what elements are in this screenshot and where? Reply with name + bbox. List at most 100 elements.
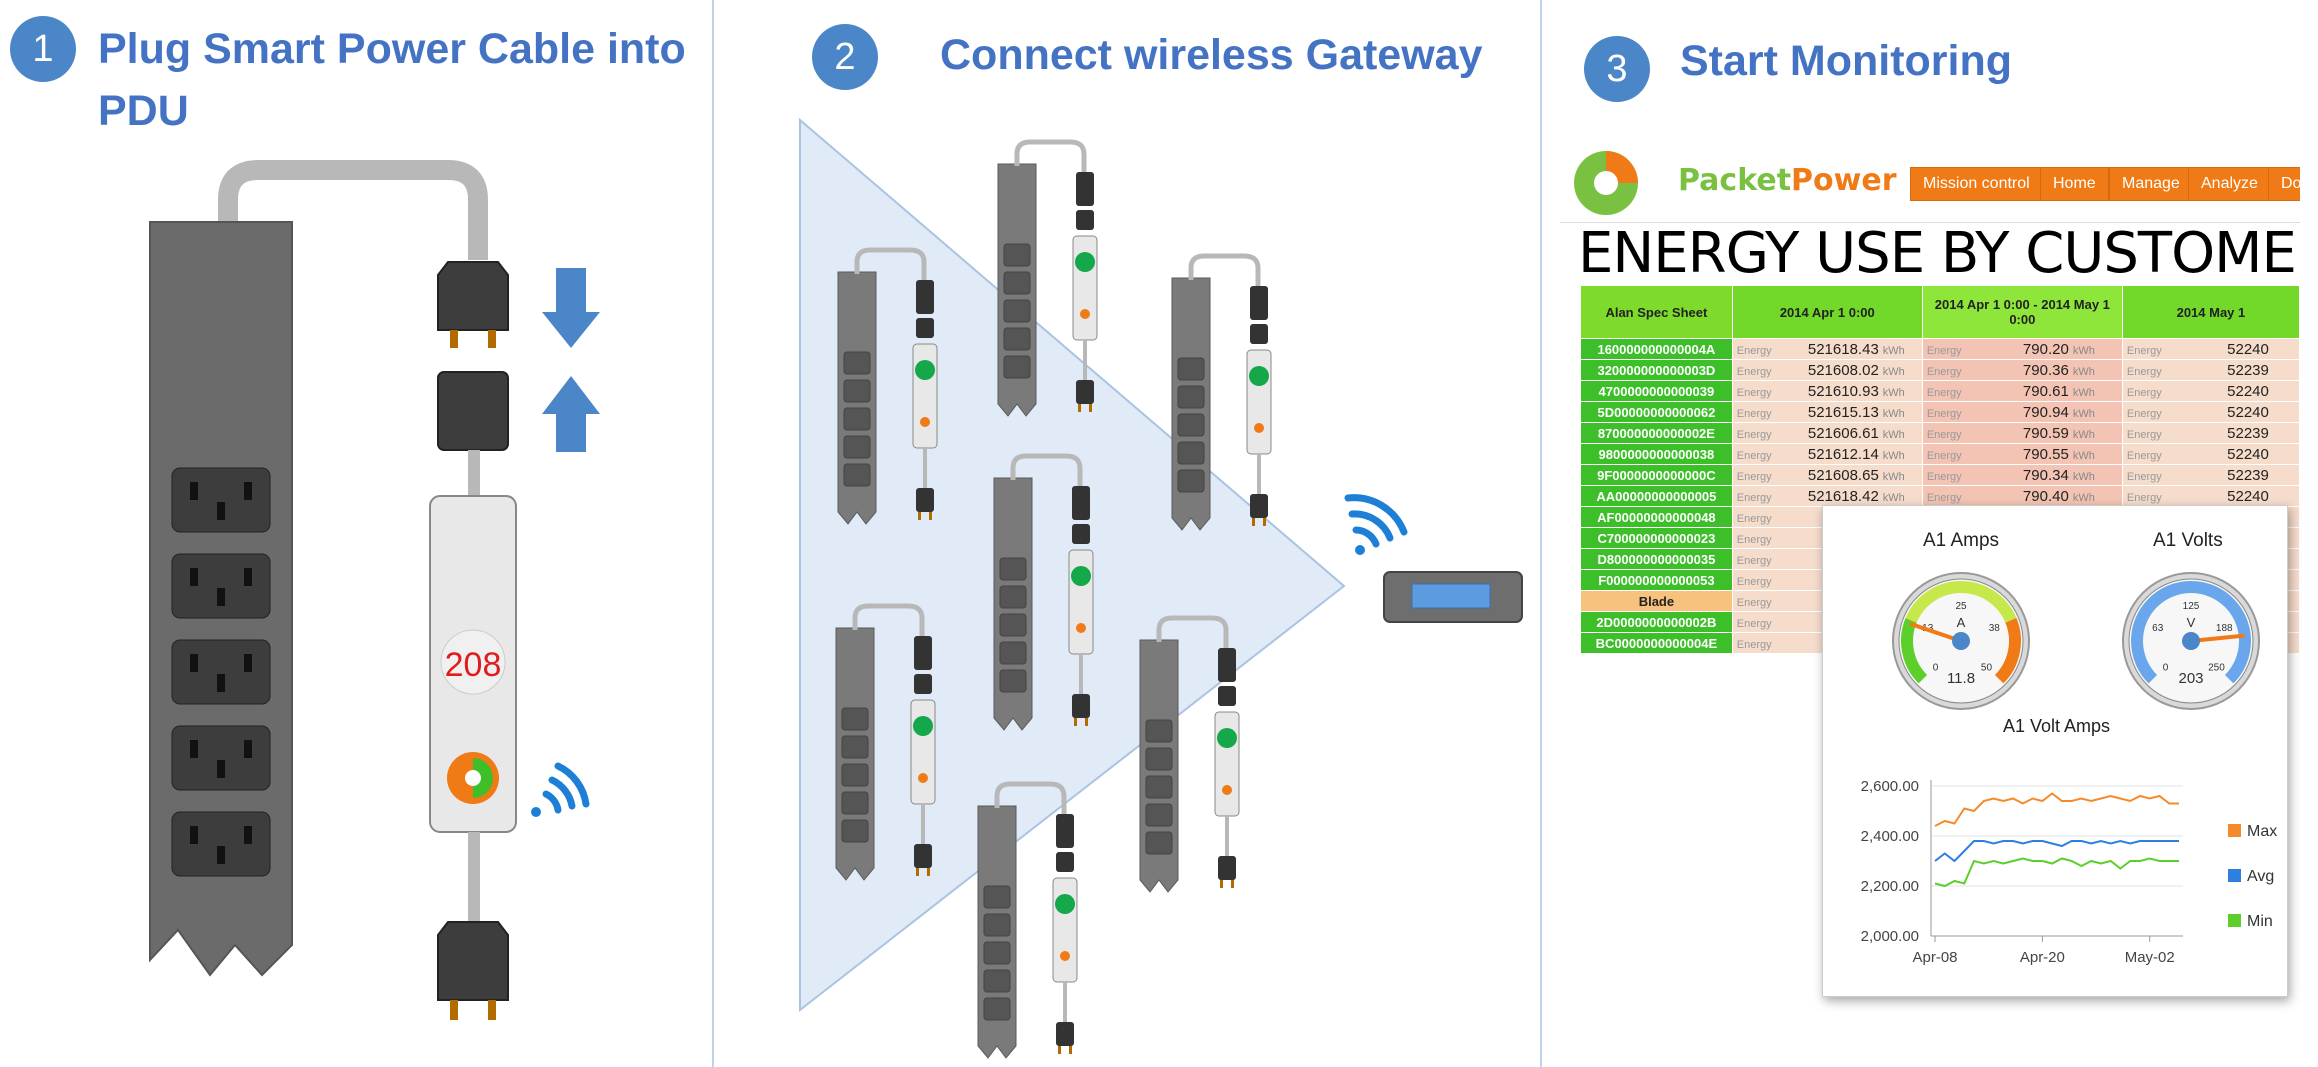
gauge-tick-label: 125 [2183,601,2200,612]
gateway-device [1383,571,1523,623]
nav-home[interactable]: Home [2040,167,2109,201]
gateway-illustration [799,117,1523,1067]
y-tick-label: 2,400.00 [1861,828,1919,845]
step-3-title: Start Monitoring [1680,37,2013,85]
x-tick-label: May-02 [2125,949,2175,966]
legend-avg: Avg [2228,868,2274,886]
gauge-hub [1952,632,1970,650]
gauge-band [1901,618,1928,684]
step-1-title: Plug Smart Power Cable into PDU [98,25,686,135]
gauge-band [1994,618,2021,684]
arrow-down-icon [542,268,600,348]
gauge-tick-label: 38 [1989,623,2001,634]
gateway-wifi-icon [1344,494,1408,555]
gauge-title-amps: A1 Amps [1923,530,2000,551]
customer-id: AF00000000000048 [1580,506,1733,528]
customer-id: AA00000000000005 [1580,485,1733,507]
series-line-max [1934,792,2179,827]
customer-id: D800000000000035 [1580,548,1733,570]
step-1-number: 1 [10,16,76,82]
gauge-value: 203 [2178,670,2203,687]
nav-mission-control[interactable]: Mission control [1910,167,2043,201]
wifi-icon [531,762,590,817]
table-header: Alan Spec Sheet [1580,285,1733,339]
bottom-plug [437,921,509,1020]
nav-analyze[interactable]: Analyze [2188,167,2271,201]
customer-id: 2D0000000000002B [1580,611,1733,633]
legend-max: Max [2228,823,2277,841]
series-line-min [1934,857,2179,888]
gauge-value: 11.8 [1947,670,1975,687]
step-2-title: Connect wireless Gateway [940,31,1483,79]
arrow-up-icon [542,376,600,452]
step-3-number: 3 [1584,36,1650,102]
x-tick-label: Apr-20 [2020,949,2065,966]
page-title: ENERGY USE BY CUSTOMER [1578,221,2300,286]
legend-swatch [2228,914,2241,927]
module-display: 208 [445,646,502,684]
gauge-tick-label: 63 [2152,623,2164,634]
customer-id: F000000000000053 [1580,569,1733,591]
panel-divider-2 [1540,0,1542,1067]
gauge-title-volts: A1 Volts [2153,530,2223,551]
chart-title: A1 Volt Amps [2003,716,2111,736]
gauge-tick-label: 50 [1981,662,1993,673]
gauge-tick-label: 188 [2216,623,2233,634]
customer-id: 9F0000000000000C [1580,464,1733,486]
customer-id: 320000000000003D [1580,359,1733,381]
y-tick-label: 2,600.00 [1861,778,1919,795]
gauge-tick-label: 0 [2163,662,2169,673]
legend-swatch [2228,869,2241,882]
legend-swatch [2228,824,2241,837]
gauge-tick-label: 25 [1955,601,1967,612]
top-plug [437,261,509,348]
gauge-unit: V [2187,615,2196,630]
nav-manage[interactable]: Manage [2109,167,2193,201]
panel-divider-1 [712,0,714,1067]
x-tick-label: Apr-08 [1912,949,1957,966]
legend-min: Min [2228,913,2273,931]
gauge-tick-label: 250 [2208,662,2225,673]
step-2-number: 2 [812,24,878,90]
gauge-band [2131,581,2251,684]
brand-name: PacketPower [1678,163,1897,198]
pdu-outlets [171,467,271,877]
customer-id: 9800000000000038 [1580,443,1733,465]
y-tick-label: 2,200.00 [1861,878,1919,895]
customer-id: 5D00000000000062 [1580,401,1733,423]
customer-id: Blade [1580,590,1733,612]
customer-id: C700000000000023 [1580,527,1733,549]
customer-id: 160000000000004A [1580,338,1733,360]
pdu-illustration: 208 [149,160,600,1020]
nav-download[interactable]: Do [2268,167,2300,201]
